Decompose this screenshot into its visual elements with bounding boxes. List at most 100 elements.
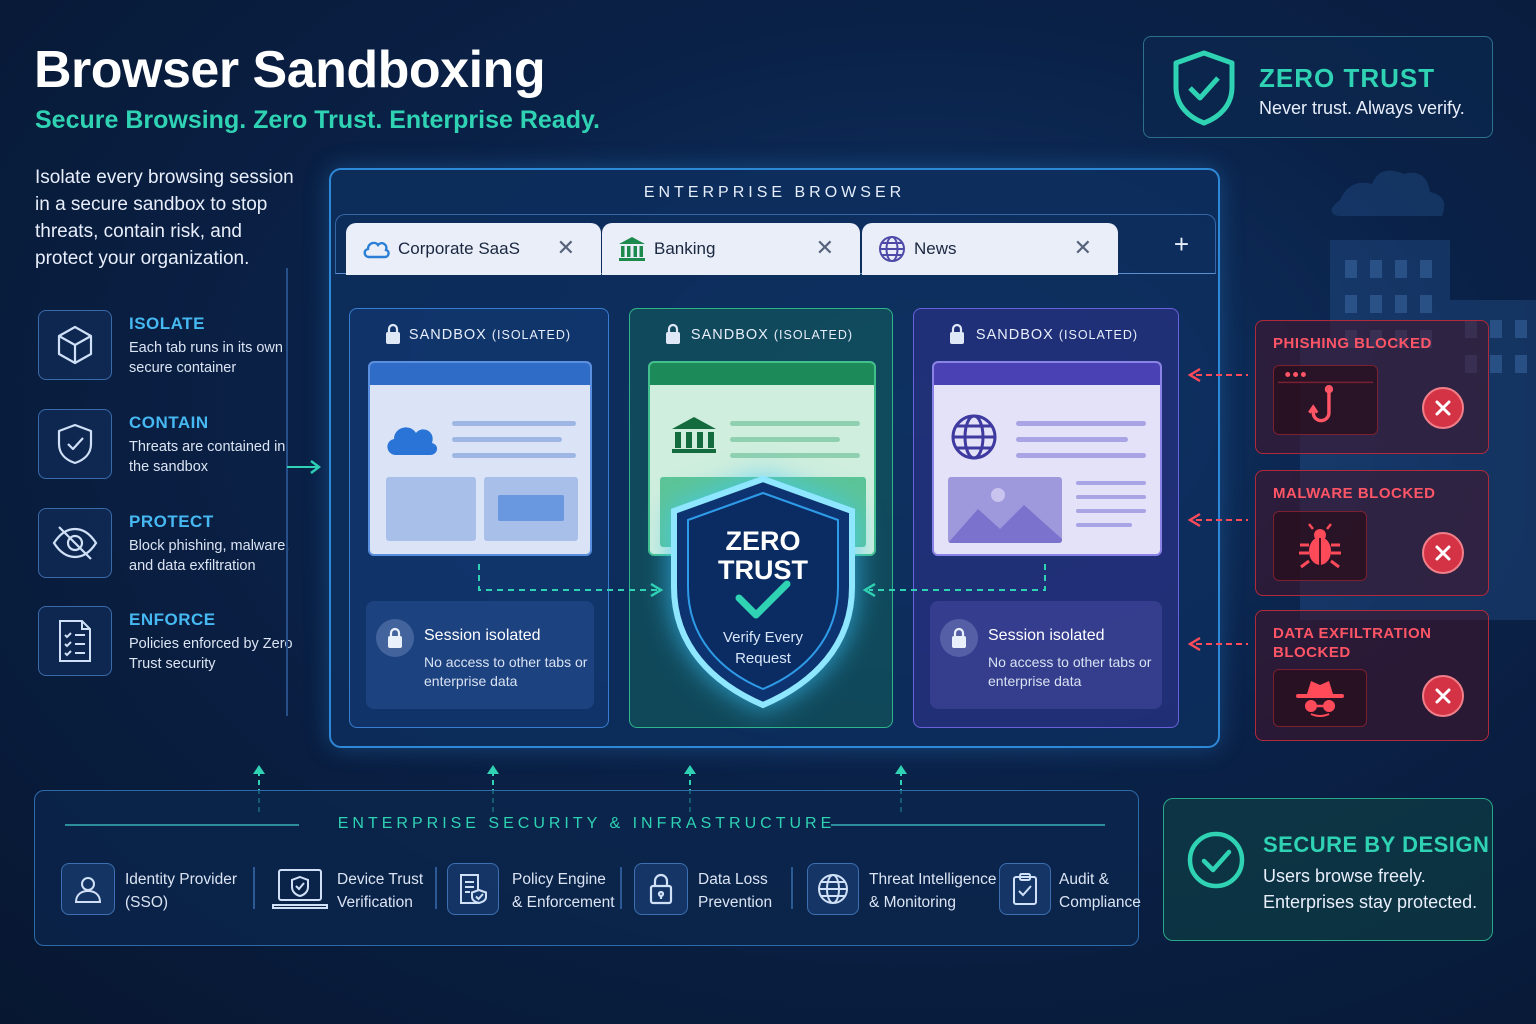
threat-arrow-exfiltration [1187,636,1248,652]
policy-doc-icon [447,863,499,915]
infra-line1: Device Trust [337,871,424,888]
blocked-x-icon [1422,532,1464,574]
session-desc: No access to other tabs or enterprise da… [424,654,588,689]
feature-enforce: ENFORCE Policies enforced by Zero Trust … [38,606,298,678]
sandbox-tag: (ISOLATED) [773,328,854,342]
close-icon[interactable]: ✕ [815,235,834,260]
zero-trust-badge: ZERO TRUST Never trust. Always verify. [1143,36,1493,138]
user-icon [61,863,115,915]
threat-title: PHISHING BLOCKED [1273,335,1432,352]
sandbox-banking: SANDBOX (ISOLATED) ZERO TRUST Verify Eve… [629,308,893,728]
divider [831,824,1105,826]
clipboard-check-icon [999,863,1051,915]
threat-arrow-phishing [1187,367,1248,383]
close-icon[interactable]: ✕ [556,235,575,260]
feature-contain: CONTAIN Threats are contained in the san… [38,409,298,481]
tab-label: Corporate SaaS [398,239,520,258]
divider [791,867,793,909]
lock-icon [940,619,978,657]
session-status: Session isolated No access to other tabs… [930,601,1162,709]
sandbox-label: SANDBOX [690,327,769,343]
divider [253,867,255,909]
infra-line2: Verification [337,894,413,911]
sandbox-tag: (ISOLATED) [491,328,572,342]
eye-off-icon [38,508,112,578]
tab-bar: Corporate SaaS ✕ Banking ✕ News ✕ + [335,214,1216,275]
blocked-x-icon [1422,675,1464,717]
lock-icon [376,619,414,657]
threat-title: DATA EXFILTRATION BLOCKED [1273,625,1432,661]
tab-banking[interactable]: Banking ✕ [602,223,860,275]
lock-icon [950,323,964,344]
lock-icon [386,323,400,344]
shield-line1: ZERO [725,526,801,556]
globe-icon [951,414,997,460]
shield-check-icon [1173,50,1235,126]
infra-line2: Prevention [698,894,773,911]
infra-line1: Policy Engine [512,871,606,888]
session-desc: No access to other tabs or enterprise da… [988,654,1152,689]
feature-divider [286,268,288,716]
shield-caption1: Verify Every [722,629,804,646]
shield-line2: TRUST [718,555,808,585]
sandbox-corporate-saas: SANDBOX (ISOLATED) Session isolated No a… [349,308,609,728]
infrastructure-label: ENTERPRISE SECURITY & INFRASTRUCTURE [337,815,836,832]
zero-trust-title: ZERO TRUST [1259,63,1436,93]
spy-icon [1273,669,1367,727]
session-title: Session isolated [424,627,541,644]
session-title: Session isolated [988,627,1105,644]
divider [620,867,622,909]
laptop-shield-icon [271,863,329,915]
secure-by-design-title: SECURE BY DESIGN [1263,832,1490,857]
secure-by-design-card: SECURE BY DESIGN Users browse freely. En… [1163,798,1493,941]
cloud-icon [387,427,438,455]
blocked-x-icon [1422,387,1464,429]
shield-caption2: Request [735,650,791,667]
intro-text: Isolate every browsing session in a secu… [35,167,294,269]
tab-corporate-saas[interactable]: Corporate SaaS ✕ [346,223,601,275]
page-title: Browser Sandboxing [34,41,546,99]
globe-icon [807,863,859,915]
infra-line1: Threat Intelligence [869,871,997,888]
image-placeholder-icon [948,488,1062,543]
divider [65,824,299,826]
mock-page-saas [368,361,592,556]
check-circle-icon [1187,831,1245,889]
mock-page-news [932,361,1162,556]
infra-line1: Data Loss [698,871,768,888]
page-subtitle: Secure Browsing. Zero Trust. Enterprise … [35,106,600,134]
add-tab-button[interactable]: + [1173,229,1189,259]
feature-isolate: ISOLATE Each tab runs in its own secure … [38,310,298,382]
phishing-hook-icon [1273,365,1378,435]
session-status: Session isolated No access to other tabs… [366,601,594,709]
arrow-right-icon [287,460,321,474]
threat-malware-blocked: MALWARE BLOCKED [1255,470,1489,596]
feature-title: ISOLATE [129,314,205,333]
threat-arrow-malware [1187,512,1248,528]
sandbox-tag: (ISOLATED) [1058,328,1139,342]
browser-label: ENTERPRISE BROWSER [643,184,906,201]
threat-exfiltration-blocked: DATA EXFILTRATION BLOCKED [1255,610,1489,741]
zero-trust-subtitle: Never trust. Always verify. [1259,98,1465,118]
tab-news[interactable]: News ✕ [862,223,1118,275]
checklist-icon [38,606,112,676]
zero-trust-shield: ZERO TRUST Verify Every Request [666,475,860,711]
close-icon[interactable]: ✕ [1073,235,1092,260]
sandbox-label: SANDBOX [408,327,487,343]
dashed-connector-right [862,564,1046,598]
divider [435,867,437,909]
feature-title: ENFORCE [129,610,216,629]
sandbox-label: SANDBOX [975,327,1054,343]
infra-line2: & Monitoring [869,894,957,911]
tab-label: Banking [654,239,716,258]
threat-title: MALWARE BLOCKED [1273,485,1436,502]
feature-title: PROTECT [129,512,214,531]
feature-desc: Threats are contained in the sandbox [129,439,286,475]
lock-icon [634,863,688,915]
cloud-icon [363,241,390,259]
threat-phishing-blocked: PHISHING BLOCKED [1255,320,1489,454]
bug-icon [1273,511,1367,581]
infra-line2: (SSO) [125,894,169,911]
tab-label: News [914,239,957,258]
cube-icon [38,310,112,380]
